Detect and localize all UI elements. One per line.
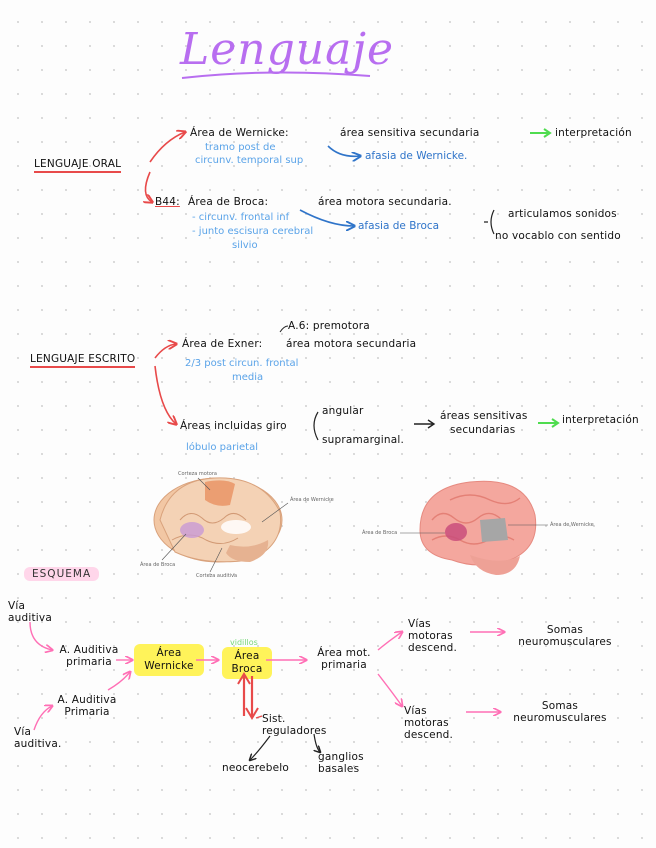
wernicke-result: interpretación: [555, 127, 632, 139]
broca-prefix: B44:: [155, 196, 180, 208]
wernicke-desc: área sensitiva secundaria: [340, 127, 480, 139]
esquema-vias-motoras-2: Vías motoras descend.: [404, 705, 454, 741]
wernicke-lesion: afasia de Wernicke.: [365, 150, 468, 162]
esquema-via-auditiva-1: Vía auditiva: [8, 600, 52, 624]
giro-head: Áreas incluidas giro: [180, 420, 287, 432]
broca-note-2: - junto escisura cerebral: [192, 226, 314, 237]
broca-effect-1: articulamos sonidos: [508, 208, 617, 220]
esquema-via-auditiva-2: Vía auditiva.: [14, 726, 62, 750]
wernicke-note-1: tramo post de: [205, 142, 276, 153]
brain-left-label-bottom: Corteza auditiva: [196, 573, 238, 579]
exner-note-1: 2/3 post circun. frontal: [185, 358, 299, 369]
brain-right-label-right: Área de Wernicke: [550, 522, 594, 528]
esquema-motor-primaria: Área mot. primaria: [317, 647, 371, 671]
broca-lesion: afasia de Broca: [358, 220, 440, 232]
wernicke-note-2: circunv. temporal sup: [195, 155, 304, 166]
esquema-somas-2: Somas neuromusculares: [513, 700, 607, 724]
esquema-area-wernicke: Área Wernicke: [134, 644, 204, 676]
esquema-label: ESQUEMA: [24, 567, 100, 581]
exner-aside: A.6: premotora: [288, 320, 370, 332]
wernicke-head: Área de Wernicke:: [190, 127, 289, 139]
escrito-label: LENGUAJE ESCRITO: [30, 353, 136, 368]
brain-right-label-left: Área de Broca: [362, 530, 398, 536]
esquema-neocerebelo: neocerebelo: [222, 762, 289, 774]
oral-label: LENGUAJE ORAL: [34, 158, 122, 173]
page-title: Lenguaje: [180, 24, 395, 75]
esquema-area-broca: Área Broca: [222, 647, 272, 679]
esquema-auditiva-primaria-2: A. Auditiva Primaria: [57, 694, 117, 718]
broca-desc: área motora secundaria.: [318, 196, 452, 208]
broca-head: Área de Broca:: [188, 196, 269, 208]
esquema-auditiva-primaria-1: A. Auditiva primaria: [59, 644, 119, 668]
broca-note-1: - circunv. frontal inf: [192, 212, 290, 223]
esquema-broca-small: vidillos: [230, 638, 258, 647]
esquema-somas-1: Somas neuromusculares: [518, 624, 612, 648]
esquema-ganglios: ganglios basales: [318, 751, 364, 775]
giro-result-1: áreas sensitivas: [440, 410, 528, 422]
giro-option-2: supramarginal.: [322, 434, 405, 446]
giro-note: lóbulo parietal: [186, 442, 259, 453]
giro-result-2: secundarias: [450, 424, 516, 436]
giro-result-3: interpretación: [562, 414, 639, 426]
exner-note-2: media: [232, 372, 264, 383]
esquema-vias-motoras-1: Vías motoras descend.: [408, 618, 458, 654]
broca-note-3: silvio: [232, 240, 258, 251]
esquema-sist-reguladores: Sist. reguladores: [262, 713, 327, 737]
brain-left-label-top: Corteza motora: [178, 471, 217, 477]
exner-head: Área de Exner:: [182, 338, 263, 350]
exner-desc: área motora secundaria: [286, 338, 417, 350]
broca-effect-2: no vocablo con sentido: [495, 230, 621, 242]
brain-left-label-left: Área de Broca: [140, 562, 176, 568]
brain-left-label-right: Área de Wernicke: [290, 497, 334, 503]
giro-option-1: angular: [322, 405, 364, 417]
